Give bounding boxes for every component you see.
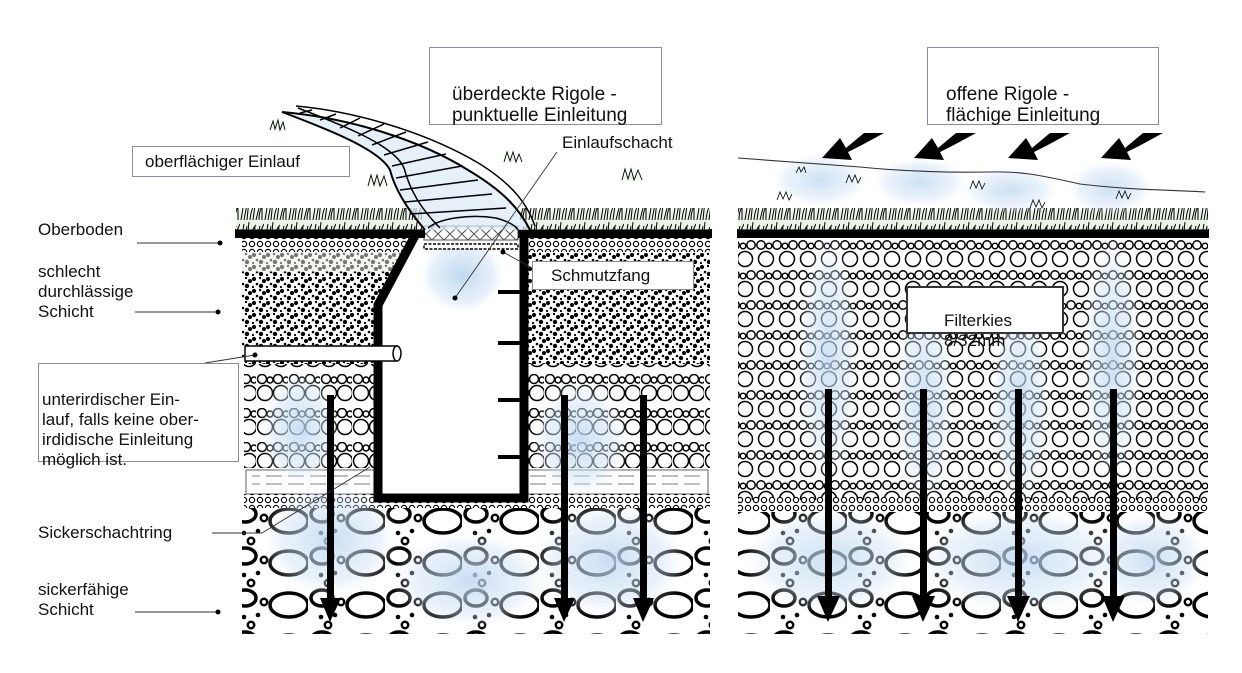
surface-inlet-label: oberflächiger Einlauf — [145, 152, 300, 171]
dirt-trap-label-box: Schmutzfang — [532, 261, 694, 290]
water-surface-line — [737, 157, 1206, 193]
left-panel — [235, 105, 712, 634]
seepage-ring-label: Sickerschachtring — [38, 523, 173, 542]
dirt-trap — [423, 243, 519, 250]
paved-gutter — [281, 105, 536, 231]
ladder-rungs — [498, 290, 520, 459]
right-panel — [737, 133, 1209, 634]
infiltration-arrows-left — [320, 395, 654, 622]
inflow-arrow-1 — [822, 133, 884, 160]
inlet-shaft-label: Einlaufschacht — [562, 133, 673, 152]
right-panel-title: offene Rigole - flächige Einleitung — [927, 47, 1159, 126]
inflow-arrow-2 — [914, 133, 976, 160]
left-panel-title-text: überdeckte Rigole - punktuelle Einleitun… — [452, 84, 628, 126]
grass-tufts-left — [263, 118, 650, 191]
low-permeability-label: schlecht durchlässige Schicht — [38, 262, 134, 321]
underground-inlet-pipe — [244, 345, 402, 362]
ground-surface-left-a — [235, 229, 425, 238]
grass-right — [738, 208, 1208, 230]
infiltration-arrows-right — [817, 389, 1125, 622]
ground-surface-left-b — [518, 229, 712, 238]
filter-gravel-label-box: Filterkies 8/32mm — [906, 286, 1064, 350]
left-panel-title: überdeckte Rigole - punktuelle Einleitun… — [429, 47, 662, 126]
right-panel-title-text: offene Rigole - flächige Einleitung — [946, 84, 1101, 126]
dirt-trap-label: Schmutzfang — [551, 266, 651, 285]
underground-inlet-label: unterirdischer Ein- lauf, falls keine ob… — [42, 390, 199, 469]
topsoil-label: Oberboden — [38, 220, 124, 239]
inflow-arrow-3 — [1008, 133, 1070, 160]
leader-dots — [215, 240, 506, 615]
permeable-layer-label: sickerfähige Schicht — [38, 580, 129, 619]
underground-inlet-label-box: unterirdischer Ein- lauf, falls keine ob… — [38, 363, 239, 469]
grass-tufts-right — [776, 166, 1132, 209]
grass-left-a — [236, 208, 422, 230]
inlet-shaft-wall — [373, 227, 529, 503]
inflow-arrow-4 — [1101, 133, 1163, 160]
filter-gravel-label: Filterkies 8/32mm — [944, 311, 1013, 350]
surface-inlet-label-box: oberflächiger Einlauf — [132, 146, 350, 177]
ground-surface-right — [737, 229, 1209, 238]
inflow-arrows — [822, 133, 1163, 160]
grass-left-b — [520, 208, 710, 230]
leader-lines — [135, 151, 558, 613]
